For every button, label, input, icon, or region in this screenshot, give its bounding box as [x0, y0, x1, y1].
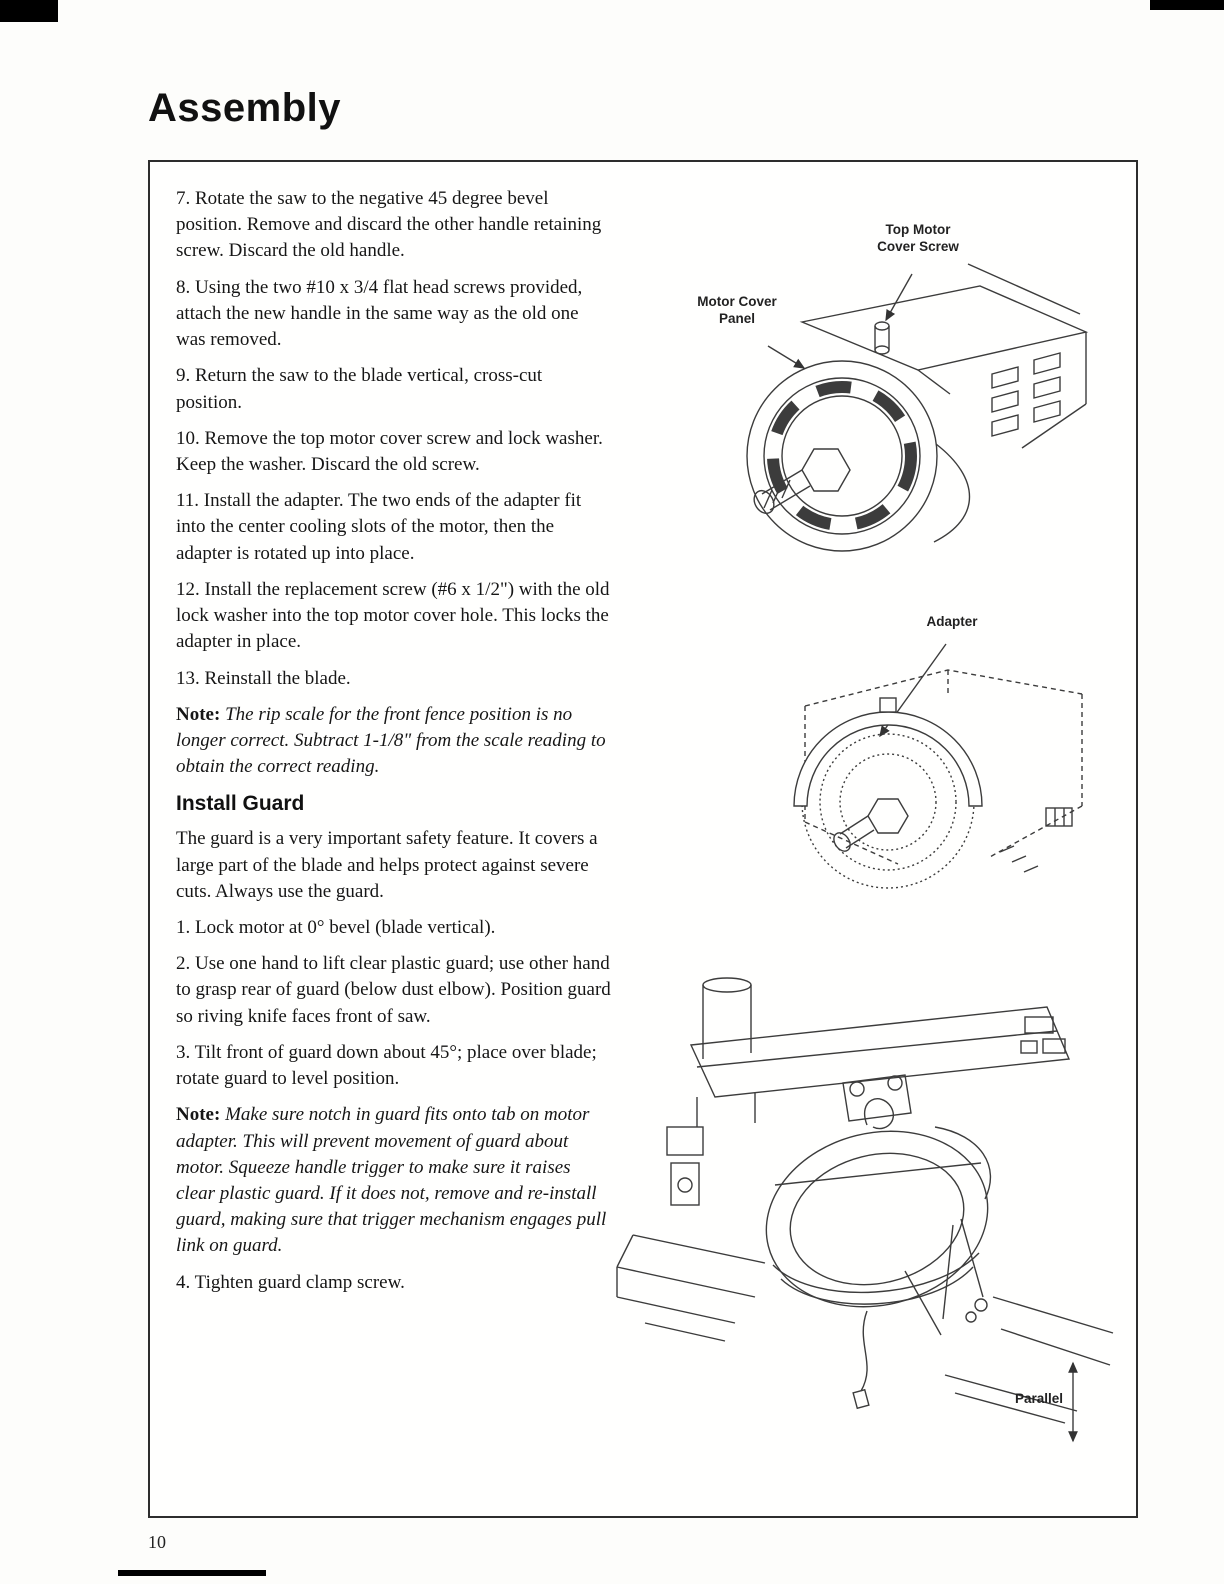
figure-adapter: Adapter	[750, 610, 1130, 940]
page-title: Assembly	[148, 86, 341, 130]
scan-artifact-top-right	[1150, 0, 1224, 10]
step-12: 12. Install the replacement screw (#6 x …	[176, 578, 610, 653]
label-top-motor-cover-screw: Top Motor Cover Screw	[877, 222, 959, 254]
saw-guard-illustration	[616, 977, 1114, 1443]
note-rip-scale: Note: The rip scale for the front fence …	[176, 702, 612, 781]
guard-step-3: 3. Tilt front of guard down about 45°; p…	[176, 1041, 597, 1090]
step-7: 7. Rotate the saw to the negative 45 deg…	[176, 188, 602, 262]
install-guard-heading: Install Guard	[176, 792, 305, 816]
figure-saw-guard: Parallel	[605, 967, 1125, 1512]
guard-step-2: 2. Use one hand to lift clear plastic gu…	[176, 953, 611, 1027]
step-11: 11. Install the adapter. The two ends of…	[176, 490, 582, 564]
guard-step-1: 1. Lock motor at 0° bevel (blade vertica…	[176, 917, 496, 938]
instructions-column: 7. Rotate the saw to the negative 45 deg…	[176, 186, 612, 1306]
step-10: 10. Remove the top motor cover screw and…	[176, 427, 603, 475]
adapter-illustration	[793, 643, 1083, 889]
guard-intro: The guard is a very important safety fea…	[176, 828, 598, 902]
scan-artifact-bottom-line	[118, 1570, 266, 1576]
note-text: The rip scale for the front fence positi…	[176, 703, 606, 778]
page-number: 10	[148, 1532, 166, 1552]
note-label: Note:	[176, 1104, 221, 1126]
note-text: Make sure notch in guard fits onto tab o…	[176, 1104, 607, 1257]
step-8: 8. Using the two #10 x 3/4 flat head scr…	[176, 276, 583, 351]
step-13: 13. Reinstall the blade.	[176, 667, 351, 689]
step-9: 9. Return the saw to the blade vertical,…	[176, 365, 543, 413]
note-guard-notch: Note: Make sure notch in guard fits onto…	[176, 1102, 612, 1259]
figure-motor-cover: Top Motor Cover Screw Motor Cover Panel	[650, 218, 1130, 598]
motor-cover-illustration	[746, 263, 1089, 552]
label-adapter: Adapter	[926, 614, 978, 629]
content-box: 7. Rotate the saw to the negative 45 deg…	[148, 160, 1138, 1518]
guard-step-4: 4. Tighten guard clamp screw.	[176, 1271, 405, 1293]
note-label: Note:	[176, 703, 221, 725]
label-motor-cover-panel: Motor Cover Panel	[697, 294, 777, 326]
label-parallel: Parallel	[1014, 1391, 1063, 1406]
scan-artifact-top-left	[0, 0, 58, 22]
